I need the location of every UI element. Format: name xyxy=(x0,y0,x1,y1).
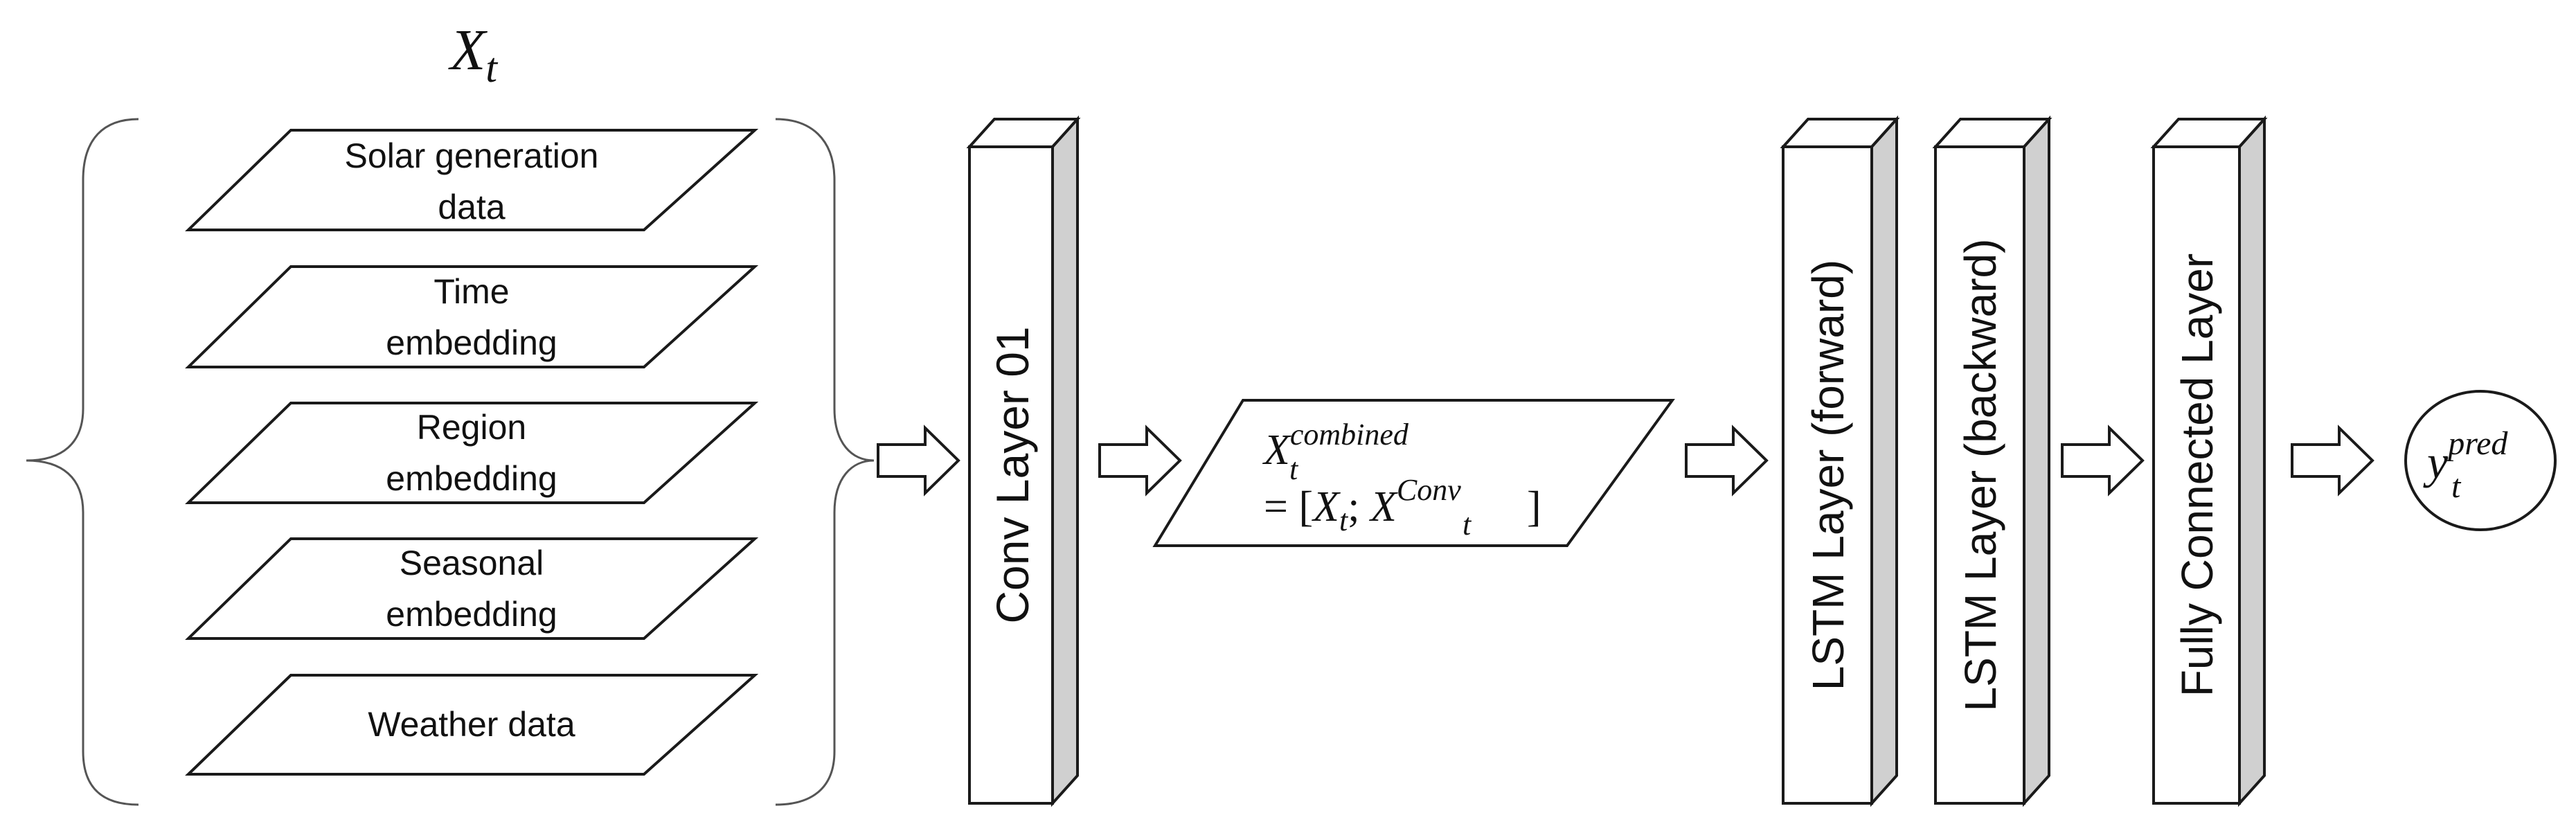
input-item-weather: Weather data xyxy=(185,674,759,776)
arrow-combined-to-lstm xyxy=(1685,425,1769,497)
output-label: ypred t xyxy=(2423,425,2508,505)
combined-top-sub: t xyxy=(1289,452,1299,486)
input-item-seasonal-line2: embedding xyxy=(386,595,557,634)
lstm-forward-layer: LSTM Layer (forward) xyxy=(1780,115,1900,807)
input-item-solar-line1: Solar generation xyxy=(345,136,599,175)
lstm-backward-label: LSTM Layer (backward) xyxy=(1956,239,2005,712)
combined-eq-csub: t xyxy=(1463,508,1472,542)
combined-eq-c: X xyxy=(1368,483,1398,530)
output-base: y xyxy=(2423,436,2449,488)
input-item-region-line2: embedding xyxy=(386,459,557,498)
combined-eq-suffix: ] xyxy=(1527,483,1541,530)
output-sup: pred xyxy=(2446,425,2508,462)
input-item-region-line1: Region xyxy=(417,408,526,447)
input-item-weather-line1: Weather data xyxy=(368,705,575,744)
input-item-seasonal-line1: Seasonal xyxy=(400,544,544,582)
lstm-forward-label: LSTM Layer (forward) xyxy=(1803,260,1853,690)
input-item-time: Time embedding xyxy=(185,265,759,368)
combined-eq-sep: ; xyxy=(1348,483,1370,530)
combined-eq: = [Xt; XConvt] xyxy=(1264,473,1541,542)
arrow-conv-to-combined xyxy=(1098,425,1182,497)
input-title-sub: t xyxy=(485,45,498,91)
combined-eq-x: X xyxy=(1311,483,1341,530)
left-brace xyxy=(26,118,139,806)
input-item-solar: Solar generation data xyxy=(185,129,759,231)
input-title-base: X xyxy=(448,18,488,82)
input-title: Xt xyxy=(448,18,498,91)
combined-eq-xsub: t xyxy=(1339,503,1349,537)
fully-connected-layer: Fully Connected Layer xyxy=(2150,115,2268,807)
lstm-backward-layer: LSTM Layer (backward) xyxy=(1932,115,2052,807)
right-brace xyxy=(775,118,875,806)
input-item-seasonal: Seasonal embedding xyxy=(185,537,759,640)
conv-layer-label: Conv Layer 01 xyxy=(987,326,1038,623)
output-sub: t xyxy=(2451,468,2462,505)
combined-eq-prefix: = [ xyxy=(1264,483,1313,530)
combined-eq-csup: Conv xyxy=(1397,473,1461,507)
fully-connected-label: Fully Connected Layer xyxy=(2172,253,2222,697)
input-item-solar-line2: data xyxy=(438,188,506,226)
combined-top-base: X xyxy=(1262,427,1291,474)
output-node: ypred t xyxy=(2404,390,2557,531)
conv-layer: Conv Layer 01 xyxy=(966,115,1081,807)
combined-top-sup: combined xyxy=(1290,418,1409,452)
arrow-inputs-to-conv xyxy=(877,425,960,497)
arrow-lstm-to-fc xyxy=(2061,425,2145,497)
input-item-time-line2: embedding xyxy=(386,323,557,362)
input-item-time-line1: Time xyxy=(433,272,509,311)
input-item-region: Region embedding xyxy=(185,402,759,504)
arrow-fc-to-output xyxy=(2291,425,2374,497)
